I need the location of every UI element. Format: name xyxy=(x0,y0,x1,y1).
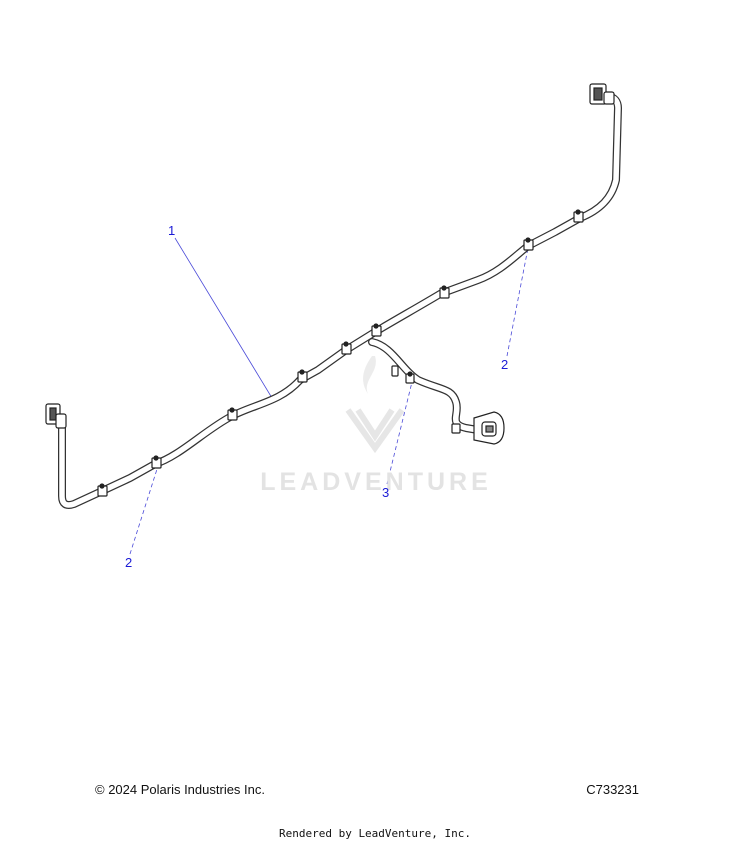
leader-line-2-left xyxy=(129,465,159,555)
leadventure-logo-icon xyxy=(345,356,405,454)
watermark-text: LEADVENTURE xyxy=(260,468,492,496)
rendered-by-text: Rendered by LeadVenture, Inc. xyxy=(278,827,472,840)
clip-icon xyxy=(297,369,308,383)
right-end-connector-icon xyxy=(589,83,615,105)
callout-3[interactable]: 3 xyxy=(382,485,390,500)
clip-icon xyxy=(523,237,534,251)
clip-icon xyxy=(151,455,162,469)
small-branch-tap-icon xyxy=(391,365,399,377)
clip-icon xyxy=(97,483,108,497)
leader-line-3 xyxy=(386,381,413,485)
callout-1[interactable]: 1 xyxy=(168,223,176,238)
wire-harness xyxy=(58,92,622,509)
clip-icon xyxy=(405,371,415,384)
copyright-text: © 2024 Polaris Industries Inc. xyxy=(95,782,265,797)
branch-connector-icon xyxy=(473,411,505,445)
clip-icon xyxy=(439,285,450,299)
leader-lines xyxy=(129,237,529,555)
harness-clips xyxy=(97,209,584,497)
leader-line-1 xyxy=(174,237,273,399)
left-end-connector-icon xyxy=(45,403,67,429)
clip-icon xyxy=(227,407,238,421)
clip-icon xyxy=(451,423,461,434)
clip-icon xyxy=(573,209,584,223)
diagram-code: C733231 xyxy=(586,782,639,797)
leader-line-2-right xyxy=(506,247,529,357)
clip-icon xyxy=(341,341,352,355)
clip-icon xyxy=(371,323,382,337)
callout-2-left[interactable]: 2 xyxy=(125,555,133,570)
callout-2-right[interactable]: 2 xyxy=(501,357,509,372)
